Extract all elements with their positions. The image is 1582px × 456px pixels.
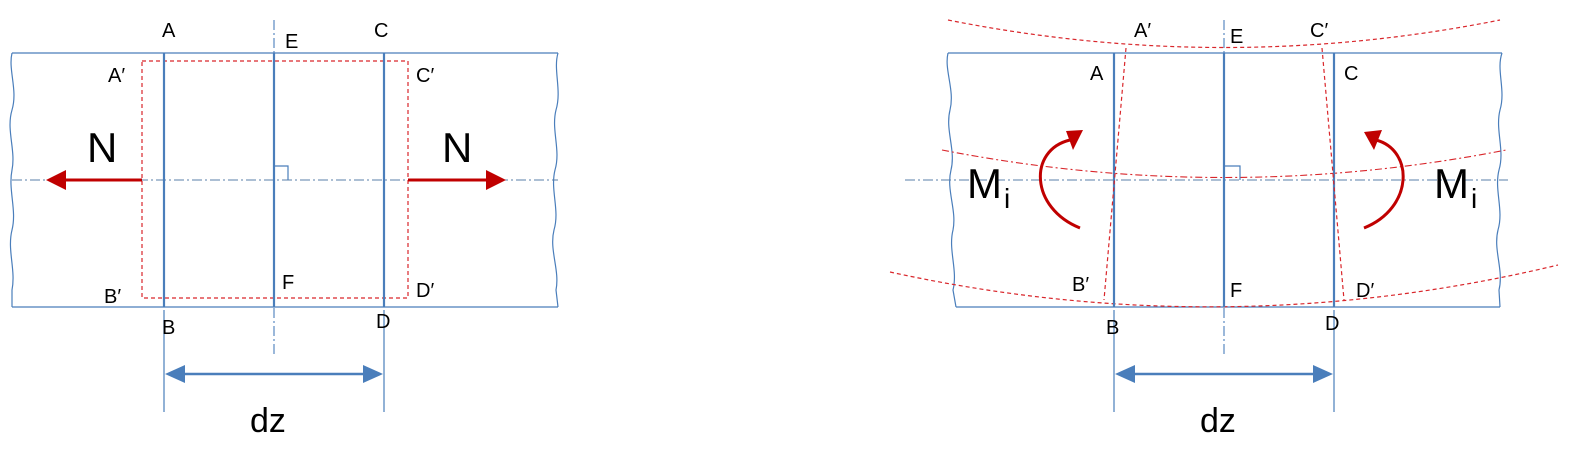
rotated-section-ab [1103, 47, 1127, 301]
beam-right-break-line-2 [1496, 52, 1503, 308]
right-moment-arrowhead [1364, 130, 1382, 150]
right-force-arrowhead [486, 170, 506, 190]
label-a-prime-2: A′ [1134, 20, 1151, 42]
force-label-left: N [87, 124, 117, 171]
label-b-2: B [1106, 317, 1119, 339]
rotated-section-cd [1321, 47, 1345, 301]
label-c-prime: C′ [416, 65, 434, 87]
label-d-prime-2: D′ [1356, 280, 1374, 302]
left-moment-arc [1038, 138, 1081, 230]
label-d: D [376, 311, 390, 333]
label-b-prime: B′ [104, 286, 121, 308]
beam-left-break-line-2 [946, 52, 957, 308]
dimension-label-2: dz [1200, 402, 1236, 440]
label-d-prime: D′ [416, 280, 434, 302]
label-d-2: D [1325, 313, 1339, 335]
right-angle-marker-2 [1224, 165, 1241, 180]
deformed-top-fiber [947, 19, 1501, 49]
dz-arrowhead-left [165, 365, 185, 383]
dimension-label: dz [250, 402, 286, 440]
left-moment-arrowhead [1066, 130, 1083, 150]
right-moment-arc [1363, 138, 1405, 230]
label-a: A [162, 20, 176, 42]
bending-moment-panel: A′ E C′ A C B′ D′ F B D Mi Mi dz [889, 19, 1559, 440]
dz-arrowhead-left-2 [1115, 365, 1135, 383]
deformed-neutral-fiber [941, 149, 1507, 179]
label-c-2: C [1344, 63, 1358, 85]
label-e: E [285, 31, 298, 53]
beam-left-break-line [9, 52, 15, 307]
beam-right-break-line [552, 52, 559, 308]
dz-arrowhead-right [363, 365, 383, 383]
left-force-arrowhead [46, 170, 66, 190]
label-f-2: F [1230, 280, 1242, 302]
force-label-right: N [442, 124, 472, 171]
label-e-2: E [1230, 26, 1243, 48]
moment-label-right: Mi [1434, 160, 1477, 214]
label-c: C [374, 20, 388, 42]
label-f: F [282, 272, 294, 294]
label-b-prime-2: B′ [1072, 274, 1089, 296]
right-angle-marker [274, 165, 289, 180]
label-b: B [162, 317, 175, 339]
moment-label-left: Mi [967, 160, 1010, 214]
label-a-prime: A′ [108, 65, 125, 87]
dz-arrowhead-right-2 [1313, 365, 1333, 383]
axial-force-panel: A E C A′ C′ B′ D′ F B D N N dz [9, 20, 559, 440]
label-c-prime-2: C′ [1310, 20, 1328, 42]
label-a-2: A [1090, 63, 1104, 85]
